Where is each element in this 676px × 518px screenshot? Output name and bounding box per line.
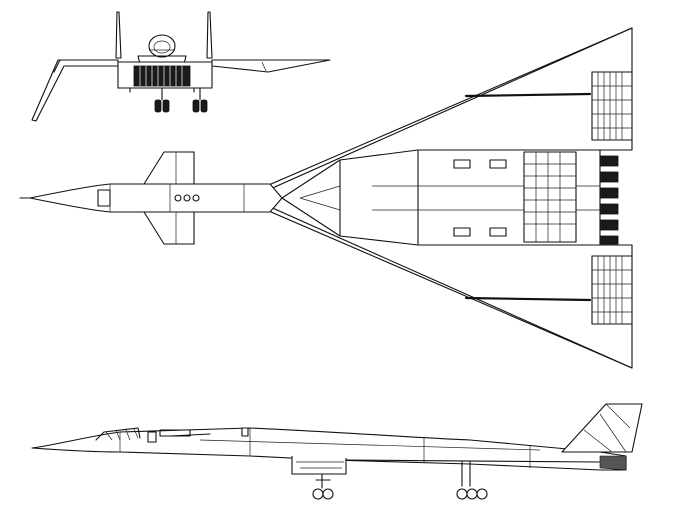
top-view	[19, 27, 633, 369]
side-view	[31, 403, 643, 500]
front-canopy	[137, 34, 187, 65]
side-landing-gear	[312, 461, 488, 500]
top-delta-wing	[247, 27, 633, 369]
side-tail-fin	[561, 403, 643, 453]
top-fuselage	[19, 183, 283, 213]
front-view	[31, 11, 331, 122]
front-landing-gear	[154, 87, 208, 113]
side-engine-box	[291, 455, 627, 475]
top-engine-box	[281, 149, 619, 246]
front-vertical-fins	[115, 11, 213, 59]
front-left-wing	[31, 59, 119, 122]
front-intake-box	[117, 61, 213, 93]
side-fuselage	[31, 427, 627, 471]
front-right-wing	[211, 59, 331, 73]
top-canards	[143, 151, 195, 245]
